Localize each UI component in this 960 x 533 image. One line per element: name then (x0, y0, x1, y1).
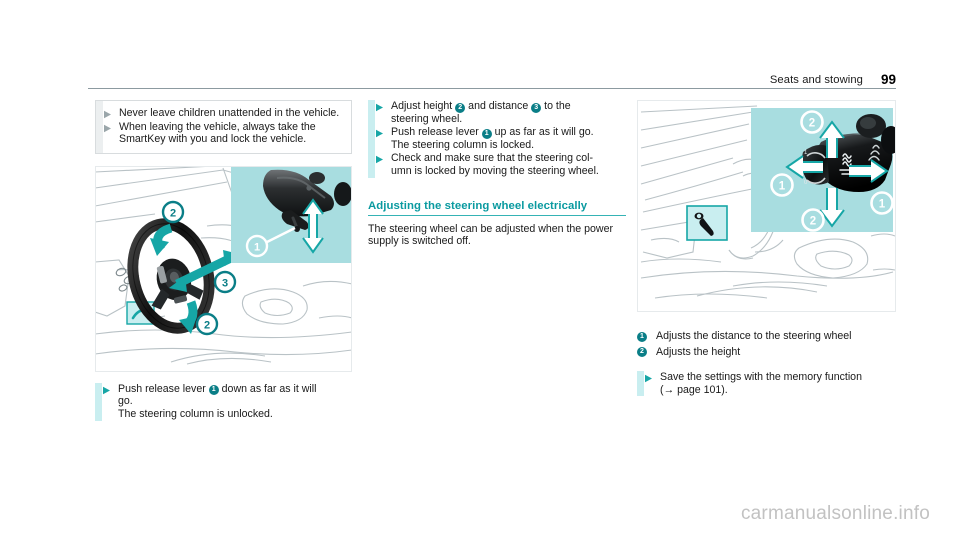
svg-text:0: 0 (804, 180, 808, 186)
badge-2: 2 (637, 347, 647, 358)
page-header: Seats and stowing 99 (88, 62, 896, 86)
legend-item: 1 Adjusts the distance to the steering w… (637, 330, 896, 343)
list-item: Adjust height 2 and distance 3 to the st… (368, 100, 626, 125)
middle-column: Adjust height 2 and distance 3 to the st… (368, 100, 626, 248)
page-title: Seats and stowing (769, 73, 863, 86)
list-item: Push release lever 1 down as far as it w… (95, 383, 352, 421)
left-column: Never leave children unattended in the v… (95, 100, 352, 421)
figure-legend: 1 Adjusts the distance to the steering w… (637, 330, 896, 358)
bullet2-post: up as far as it will go. (494, 126, 594, 139)
badge-1: 1 (637, 331, 647, 342)
watermark: carmanualsonline.info (740, 503, 930, 524)
left-instruction-text: Push release lever 1 down as far as it w… (118, 383, 352, 421)
middle-bullet-text-1: Adjust height 2 and distance 3 to the st… (391, 100, 626, 125)
right-column: 1 0 (637, 100, 896, 397)
left-instruction-list: Push release lever 1 down as far as it w… (95, 382, 352, 421)
warning-bullet-list: Never leave children unattended in the v… (96, 107, 346, 146)
right-instruction-text: Save the settings with the memory functi… (660, 371, 896, 396)
right-instruction-line1: Save the settings with the memory functi… (660, 371, 862, 384)
svg-text:1: 1 (879, 199, 886, 211)
badge-3: 3 (531, 102, 542, 113)
section-heading: Adjusting the steering wheel electricall… (368, 200, 626, 216)
list-item: Save the settings with the memory functi… (637, 371, 896, 396)
instruction-result: The steering column is unlocked. (118, 407, 273, 420)
badge-1: 1 (481, 128, 492, 139)
section-body: The steering wheel can be adjusted when … (368, 222, 613, 248)
triangle-right-icon (102, 383, 118, 395)
instruction-pre: Push release lever (118, 382, 206, 395)
list-item: Push release lever 1 up as far as it wil… (368, 126, 626, 151)
list-item: Never leave children unattended in the v… (96, 107, 346, 120)
triangle-right-icon (375, 100, 391, 112)
bullet1-post: to the (544, 100, 571, 112)
middle-bullet-text-2: Push release lever 1 up as far as it wil… (391, 126, 626, 151)
instruction-accent-strip (637, 371, 644, 397)
svg-text:1: 1 (804, 150, 808, 156)
legend-item: 2 Adjusts the height (637, 346, 896, 359)
instruction-accent-strip (95, 382, 102, 421)
triangle-right-icon (375, 126, 391, 138)
middle-accent-strip (368, 100, 375, 178)
svg-text:1: 1 (779, 181, 786, 193)
page-number: 99 (880, 71, 896, 87)
svg-text:2: 2 (809, 118, 815, 130)
bullet1-mid: and distance (468, 100, 529, 112)
right-instruction-list: Save the settings with the memory functi… (637, 371, 896, 397)
triangle-right-icon (375, 152, 391, 164)
list-item: When leaving the vehicle, always take th… (96, 121, 346, 146)
svg-text:1: 1 (254, 241, 260, 253)
bullet2-result: The steering column is locked. (391, 138, 535, 151)
triangle-right-icon (644, 371, 660, 383)
svg-text:2: 2 (810, 216, 816, 228)
warning-bullet-text-2: When leaving the vehicle, always take th… (119, 120, 316, 146)
steering-wheel-manual-adjustment-figure: 2 3 2 (95, 165, 352, 372)
header-divider (88, 88, 896, 89)
instruction-post: down as far as it will (221, 382, 317, 395)
svg-text:3: 3 (222, 277, 228, 289)
note-accent-strip (96, 101, 103, 153)
legend-label-1: Adjusts the distance to the steering whe… (656, 330, 852, 342)
warning-note-box: Never leave children unattended in the v… (95, 100, 352, 154)
svg-text:2: 2 (204, 319, 210, 331)
electric-steering-adjustment-figure: 1 0 (637, 100, 896, 312)
list-item: Check and make sure that the steering co… (368, 152, 626, 177)
bullet3-pre: Check and make sure that the steering co… (391, 152, 593, 165)
bullet2-pre: Push release lever (391, 126, 479, 139)
bullet1-pre: Adjust height (391, 100, 453, 112)
triangle-right-icon (103, 121, 119, 133)
middle-bullet-list: Adjust height 2 and distance 3 to the st… (368, 100, 626, 178)
svg-text:2: 2 (170, 207, 176, 219)
bullet1-wrap: steering wheel. (391, 112, 463, 125)
bullet3-wrap: umn is locked by moving the steering whe… (391, 164, 599, 177)
legend-label-2: Adjusts the height (656, 345, 741, 358)
badge-2: 2 (455, 102, 466, 113)
instruction-wrap: go. (118, 395, 133, 408)
warning-bullet-text-1: Never leave children unattended in the v… (119, 107, 340, 119)
badge-1: 1 (208, 385, 219, 396)
right-instruction-line2: (→ page 101). (660, 383, 728, 396)
middle-bullet-text-3: Check and make sure that the steering co… (391, 152, 626, 177)
triangle-right-icon (103, 107, 119, 119)
